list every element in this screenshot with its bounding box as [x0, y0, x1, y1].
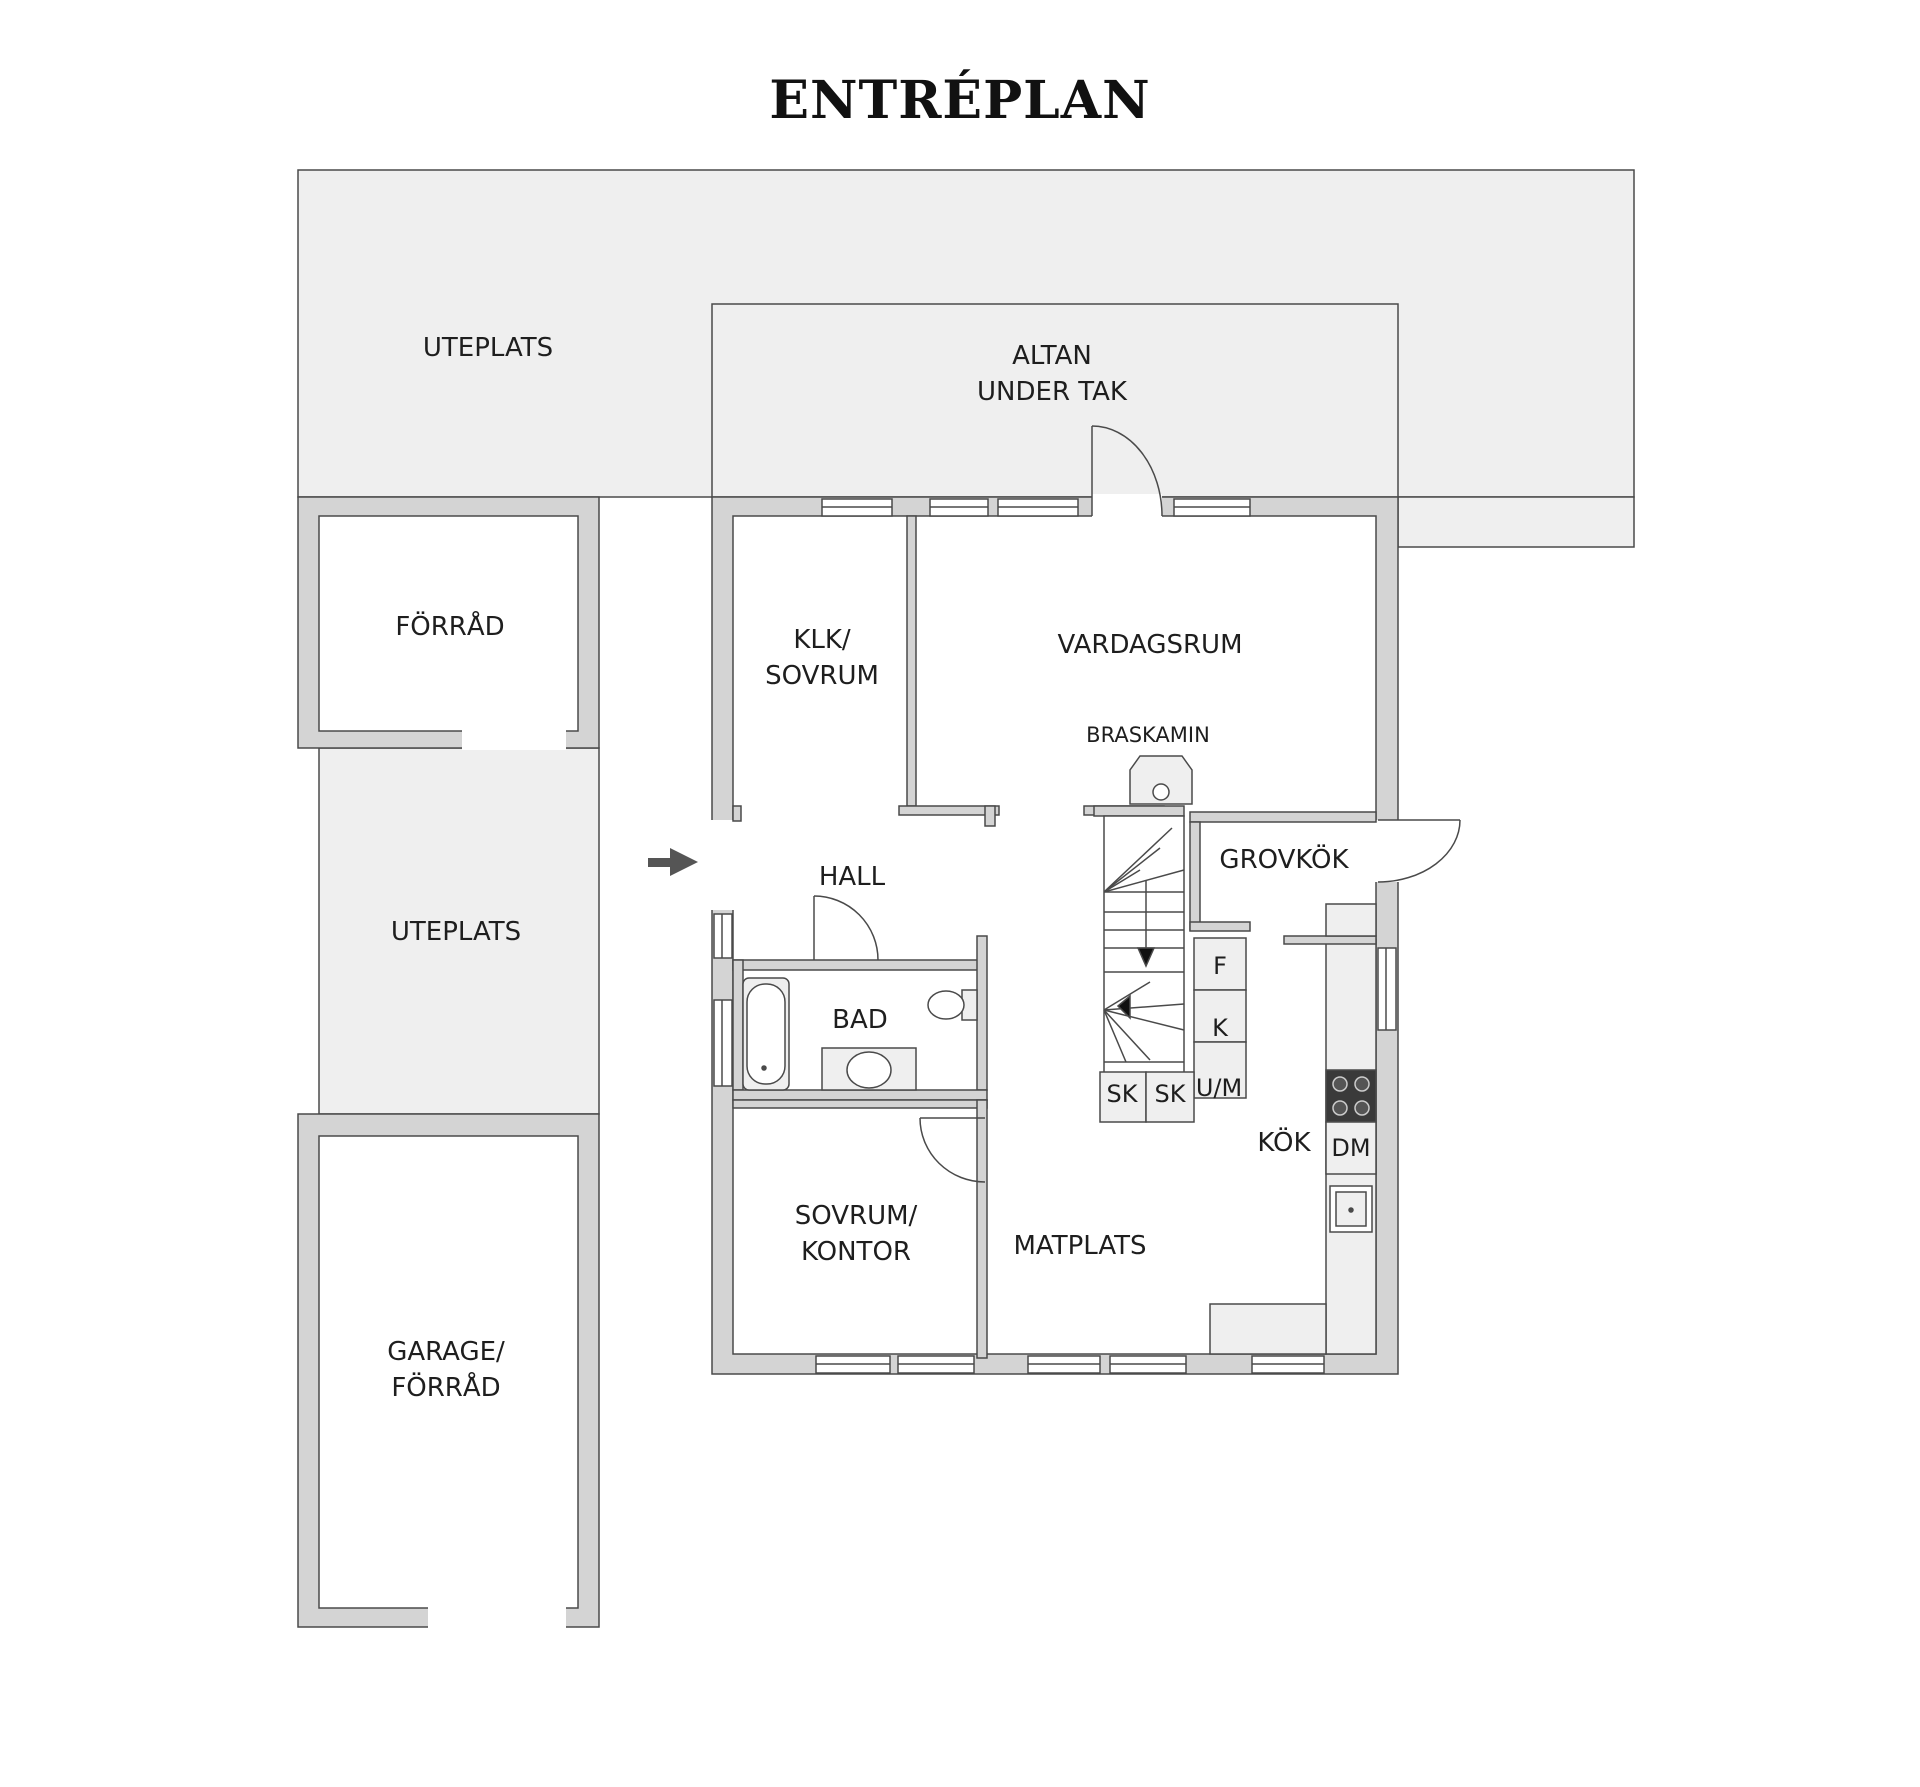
label-fridge: F: [1213, 952, 1227, 980]
forrad-interior: [318, 515, 579, 732]
entrance-arrow-icon: [648, 848, 698, 876]
uteplats-right-extension: [1397, 496, 1635, 548]
label-wardrobe-2: SK: [1154, 1080, 1186, 1108]
label-wardrobe-1: SK: [1106, 1080, 1138, 1108]
label-garage-forrad: GARAGE/ FÖRRÅD: [387, 1337, 505, 1403]
staircase: [1093, 805, 1185, 1087]
garage-door-opening: [428, 1605, 566, 1629]
label-vardagsrum: VARDAGSRUM: [1057, 630, 1243, 660]
label-klk-sovrum: KLK/ SOVRUM: [765, 625, 879, 691]
kitchen-counter: [1209, 903, 1377, 1355]
label-oven-microwave: U/M: [1195, 1074, 1243, 1102]
label-hall: HALL: [818, 862, 886, 892]
label-grovkok: GROVKÖK: [1219, 845, 1349, 875]
garage-interior: [318, 1135, 579, 1609]
label-dishwasher: DM: [1331, 1134, 1371, 1162]
label-forrad: FÖRRÅD: [395, 612, 505, 642]
altan-area: [711, 303, 1399, 498]
label-matplats: MATPLATS: [1013, 1231, 1147, 1261]
interior-walls: [732, 515, 1377, 1359]
bathroom-fixtures: [742, 977, 978, 1091]
doors: [813, 425, 1461, 1183]
label-uteplats-top: UTEPLATS: [422, 333, 554, 363]
entrance-opening: [710, 820, 735, 910]
uteplats-mid-area: [318, 747, 600, 1115]
forrad-door-opening: [462, 728, 566, 750]
label-bad: BAD: [832, 1005, 888, 1035]
label-kok: KÖK: [1257, 1128, 1311, 1158]
grovkok-door-opening: [1374, 820, 1400, 882]
label-sovrum-kontor: SOVRUM/ KONTOR: [794, 1201, 918, 1267]
label-altan: ALTAN UNDER TAK: [977, 341, 1127, 407]
page-title: ENTRÉPLAN: [769, 70, 1151, 131]
altan-door-opening: [1092, 494, 1162, 518]
windows: [713, 498, 1397, 1374]
cabinets: [1099, 937, 1247, 1123]
label-braskamin: BRASKAMIN: [1086, 723, 1210, 747]
label-freezer: K: [1212, 1014, 1228, 1042]
house-interior: [732, 515, 1377, 1355]
label-uteplats-mid: UTEPLATS: [390, 917, 522, 947]
braskamin-icon: [1129, 755, 1193, 805]
